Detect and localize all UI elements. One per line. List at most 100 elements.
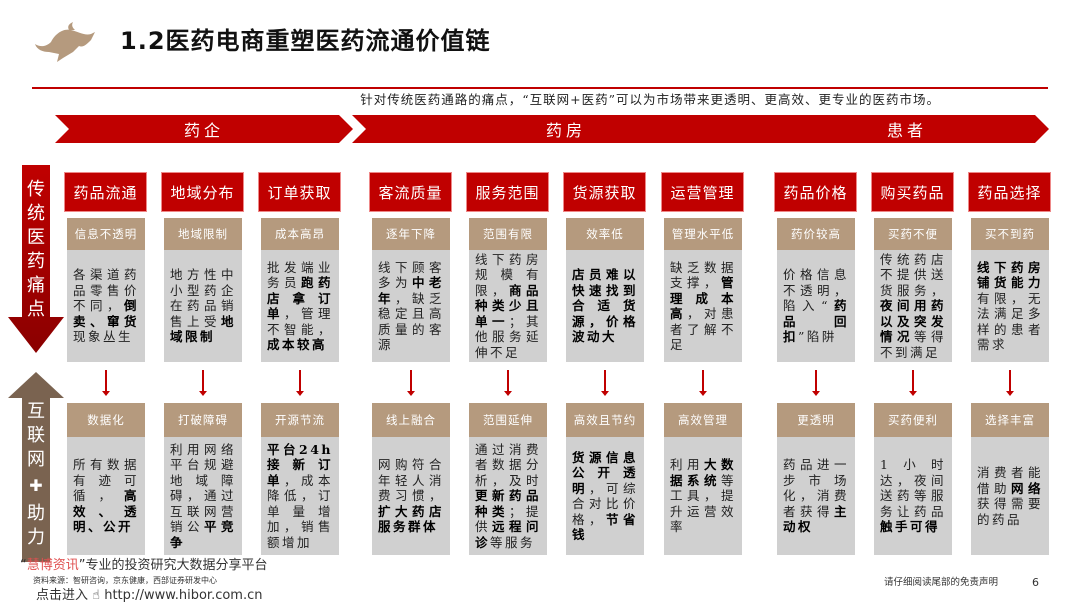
body-text: 通过消费者数据分析，及时更新药品种类；提供远程问诊等服务 bbox=[475, 442, 541, 551]
highlight-text: 触手可得 bbox=[880, 519, 941, 535]
link-prefix: 点击进入 bbox=[36, 588, 89, 603]
source-note: 资料来源：智研咨询，京东健康，西部证券研发中心 bbox=[33, 576, 217, 585]
solution-description: 药品进一步市场化，消费者获得主动权 bbox=[777, 437, 855, 555]
connector-arrow-icon bbox=[102, 370, 110, 396]
text-segment: 等得不到满足 bbox=[880, 329, 946, 360]
watermark-text: 专业的投资研究大数据分享平台 bbox=[85, 558, 268, 573]
pain-label: 买不到药 bbox=[971, 218, 1049, 250]
text-segment: 缺乏数据支撑， bbox=[670, 259, 736, 291]
pain-description: 线下顾客多为中老年，缺乏稳定且高质量的客源 bbox=[372, 250, 450, 362]
pain-label: 成本高昂 bbox=[261, 218, 339, 250]
highlight-text: 商品种类少且单一 bbox=[475, 282, 541, 329]
solution-description: 消费者能借助网络获得需要的药品 bbox=[971, 437, 1049, 555]
text-segment: 各渠道药品零售价不同， bbox=[73, 267, 139, 314]
watermark: “慧博资讯”专业的投资研究大数据分享平台 bbox=[20, 558, 268, 573]
body-text: 线下药房规模有限，商品种类少且单一；其他服务延伸不足 bbox=[475, 252, 541, 361]
solution-description: 利用网络平台规避地域障碍，通过互联网营销公平竞争 bbox=[164, 437, 242, 555]
text-segment: 地方性中小型药企在药品销售上受 bbox=[170, 267, 236, 329]
watermark-brand: 慧博资讯 bbox=[26, 558, 79, 573]
pain-description: 传统药店不提供送货服务，夜间用药以及突发情况等得不到满足 bbox=[874, 250, 952, 362]
body-text: 消费者能借助网络获得需要的药品 bbox=[977, 465, 1043, 527]
text-segment: 药品进一步市场化，消费者获得 bbox=[783, 457, 849, 519]
highlight-text: 平台24h接新订单 bbox=[267, 441, 333, 488]
down-arrow-icon bbox=[8, 165, 64, 353]
text-segment: 价格信息不透明，陷入“ bbox=[783, 267, 849, 314]
up-arrow-icon bbox=[8, 372, 64, 562]
pain-description: 线下药房铺货能力有限，无法满足多样的患者需求 bbox=[971, 250, 1049, 362]
text-segment: 等工具，提升运营效率 bbox=[670, 472, 736, 535]
pain-description: 价格信息不透明，陷入“药品回扣”陷阱 bbox=[777, 250, 855, 362]
column-header: 药品流通 bbox=[64, 172, 147, 212]
solution-description: 网购符合年轻人消费习惯，扩大药店服务群体 bbox=[372, 437, 450, 555]
body-text: 各渠道药品零售价不同，倒卖、窜货现象丛生 bbox=[73, 267, 139, 345]
column-header: 货源获取 bbox=[563, 172, 646, 212]
pain-label: 买药不便 bbox=[874, 218, 952, 250]
body-text: 地方性中小型药企在药品销售上受地域限制 bbox=[170, 267, 236, 345]
highlight-text: 大数据系统 bbox=[670, 457, 736, 488]
pain-label: 管理水平低 bbox=[664, 218, 742, 250]
column-header: 服务范围 bbox=[466, 172, 549, 212]
body-text: 缺乏数据支撑，管理成本高，对患者了解不足 bbox=[670, 260, 736, 353]
hibor-link[interactable]: 点击进入 ☝ http://www.hibor.com.cn bbox=[36, 588, 263, 603]
body-text: 线下药房铺货能力有限，无法满足多样的患者需求 bbox=[977, 260, 1043, 353]
body-text: 批发端业务员跑药店拿订单，管理不智能，成本较高 bbox=[267, 260, 333, 353]
solution-label: 打破障碍 bbox=[164, 403, 242, 437]
segment-pharma-companies: 药企 bbox=[55, 115, 353, 143]
highlight-text: 节省钱 bbox=[572, 511, 638, 543]
highlight-text: 网络 bbox=[1010, 480, 1043, 496]
text-segment: 通过消费者数据分析，及时 bbox=[475, 441, 541, 488]
column-header: 订单获取 bbox=[258, 172, 341, 212]
column-header: 地域分布 bbox=[161, 172, 244, 212]
body-text: 网购符合年轻人消费习惯，扩大药店服务群体 bbox=[378, 457, 444, 535]
text-segment: 批发端业务员 bbox=[267, 259, 333, 291]
highlight-text: 中老年 bbox=[378, 275, 444, 306]
solution-label: 高效管理 bbox=[664, 403, 742, 437]
solution-label: 线上融合 bbox=[372, 403, 450, 437]
connector-arrow-icon bbox=[296, 370, 304, 396]
text-segment: ；其他服务延伸不足 bbox=[475, 313, 541, 360]
connector-arrow-icon bbox=[601, 370, 609, 396]
subtitle: 针对传统医药通路的痛点，“互联网+医药”可以为市场带来更透明、更高效、更专业的医… bbox=[360, 92, 940, 107]
pain-description: 批发端业务员跑药店拿订单，管理不智能，成本较高 bbox=[261, 250, 339, 362]
segment-patients: 患者 bbox=[765, 115, 1049, 143]
pain-label: 药价较高 bbox=[777, 218, 855, 250]
disclaimer: 请仔细阅读尾部的免责声明 bbox=[884, 577, 999, 588]
empower-label: 助力 bbox=[27, 503, 45, 548]
text-segment: ；提供 bbox=[475, 503, 541, 535]
body-text: 平台24h接新订单，成本降低，订单量增加，销售额增加 bbox=[267, 442, 333, 551]
internet-label: 互联网 bbox=[27, 401, 45, 470]
connector-arrow-icon bbox=[699, 370, 707, 396]
pain-label: 范围有限 bbox=[469, 218, 547, 250]
segment-pharmacies: 药房 bbox=[352, 115, 780, 143]
highlight-text: 成本较高 bbox=[267, 337, 328, 352]
link-url[interactable]: http://www.hibor.com.cn bbox=[104, 588, 263, 603]
page-number: 6 bbox=[1032, 576, 1039, 589]
highlight-text: 远程问诊 bbox=[475, 519, 541, 550]
pain-description: 店员难以快速找到合适货源，价格波动大 bbox=[566, 250, 644, 362]
connector-arrow-icon bbox=[1006, 370, 1014, 396]
plus-icon: ✚ bbox=[29, 476, 43, 495]
solution-description: 通过消费者数据分析，及时更新药品种类；提供远程问诊等服务 bbox=[469, 437, 547, 555]
body-text: 利用网络平台规避地域障碍，通过互联网营销公平竞争 bbox=[170, 442, 236, 551]
pain-label: 效率低 bbox=[566, 218, 644, 250]
text-segment: ，缺乏稳定且高质量的客源 bbox=[378, 290, 444, 353]
highlight-text: 倒卖、窜货 bbox=[73, 298, 139, 329]
column-header: 药品选择 bbox=[968, 172, 1051, 212]
column-header: 运营管理 bbox=[661, 172, 744, 212]
solution-label: 高效且节约 bbox=[566, 403, 644, 437]
text-segment: 利用 bbox=[670, 457, 704, 473]
text-segment: ，管理不智能， bbox=[267, 306, 333, 337]
text-segment: 利用网络平台规避地域障碍，通过互联网营销公 bbox=[170, 441, 236, 535]
highlight-text: 跑药店拿订单 bbox=[267, 275, 333, 321]
highlight-text: 药品回扣 bbox=[783, 298, 849, 345]
body-text: 传统药店不提供送货服务，夜间用药以及突发情况等得不到满足 bbox=[880, 252, 946, 361]
body-text: 货源信息公开透明，可综合对比价格，节省钱 bbox=[572, 450, 638, 543]
text-segment: 传统药店不提供送货服务， bbox=[880, 251, 946, 298]
pain-label: 地域限制 bbox=[164, 218, 242, 250]
text-segment: ，可综合对比价格， bbox=[572, 480, 638, 527]
text-segment: 获得需要的药品 bbox=[977, 496, 1043, 527]
text-segment: 等服务 bbox=[490, 534, 536, 550]
highlight-text: 地域限制 bbox=[170, 313, 236, 345]
connector-arrow-icon bbox=[909, 370, 917, 396]
solution-label: 更透明 bbox=[777, 403, 855, 437]
